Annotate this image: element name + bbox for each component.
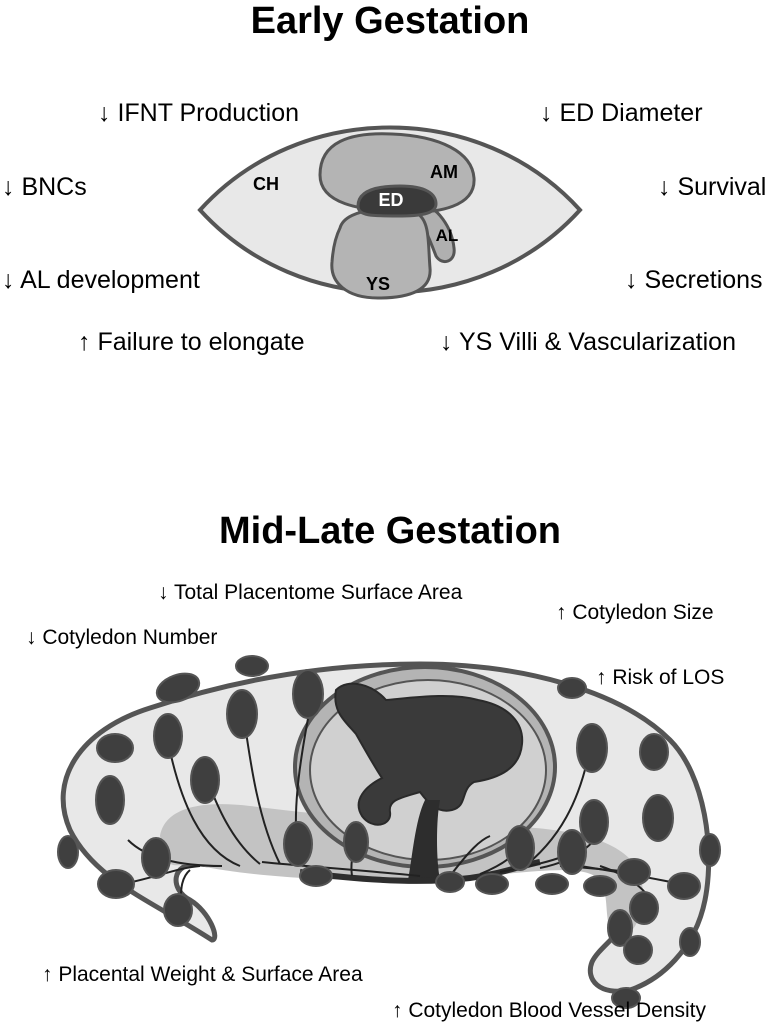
label-placental-weight: ↑ Placental Weight & Surface Area [42, 963, 363, 986]
cotyledon [299, 865, 333, 887]
cotyledon [642, 794, 674, 842]
cotyledon [699, 833, 721, 867]
cotyledon [190, 756, 220, 804]
cotyledon [623, 935, 653, 965]
cotyledon [97, 869, 135, 899]
label-cotyledon-number: ↓ Cotyledon Number [26, 626, 218, 649]
label-risk-of-los: ↑ Risk of LOS [596, 666, 725, 689]
cotyledon [629, 891, 659, 925]
cotyledon [505, 825, 535, 871]
am-label: AM [430, 162, 458, 182]
cotyledon [557, 829, 587, 875]
al-label: AL [436, 226, 459, 245]
early-conceptus: CH AM ED AL YS [197, 125, 583, 300]
cotyledon [141, 837, 171, 879]
cotyledon [292, 669, 324, 719]
cotyledon [617, 858, 651, 886]
cotyledon [155, 672, 201, 704]
cotyledon [153, 713, 183, 759]
cotyledon [57, 835, 79, 869]
cotyledon [96, 733, 134, 763]
cotyledon [235, 655, 269, 677]
cotyledon [576, 723, 608, 773]
cotyledon [667, 872, 701, 900]
label-cotyledon-size: ↑ Cotyledon Size [556, 601, 714, 624]
cotyledon [579, 799, 609, 845]
cotyledon [583, 875, 617, 897]
cotyledons [57, 655, 721, 1009]
label-survival: ↓ Survival [658, 173, 767, 201]
cotyledon [611, 987, 641, 1009]
cotyledon [475, 873, 509, 895]
label-ed-diameter: ↓ ED Diameter [540, 99, 703, 127]
cotyledon [557, 677, 587, 699]
fetus-shape [334, 682, 524, 826]
cotyledon [226, 689, 258, 739]
label-al-development: ↓ AL development [2, 266, 200, 294]
embryonic-disc-shape [356, 184, 438, 218]
label-ys-villi: ↓ YS Villi & Vascularization [440, 328, 736, 356]
cotyledon [343, 821, 369, 863]
ys-label: YS [366, 274, 390, 294]
cotyledon [639, 733, 669, 771]
cotyledon [283, 821, 313, 867]
umbilical-cord [408, 800, 440, 880]
ch-label: CH [253, 174, 279, 194]
cotyledon [95, 775, 125, 825]
cotyledon [435, 871, 465, 893]
label-ifnt-production: ↓ IFNT Production [98, 99, 300, 127]
label-bncs: ↓ BNCs [2, 173, 87, 201]
cotyledon [679, 927, 701, 957]
label-secretions: ↓ Secretions [625, 266, 763, 294]
ed-label: ED [378, 190, 403, 210]
cotyledon [163, 893, 193, 927]
label-vessel-density: ↑ Cotyledon Blood Vessel Density [392, 999, 707, 1022]
cotyledon [607, 909, 633, 947]
label-failure-to-elongate: ↑ Failure to elongate [78, 328, 305, 356]
late-placenta [57, 655, 721, 1009]
early-gestation-title: Early Gestation [250, 0, 530, 42]
cotyledon [535, 873, 569, 895]
mid-late-gestation-title: Mid-Late Gestation [218, 510, 562, 552]
label-total-placentome-surface: ↓ Total Placentome Surface Area [158, 581, 463, 604]
